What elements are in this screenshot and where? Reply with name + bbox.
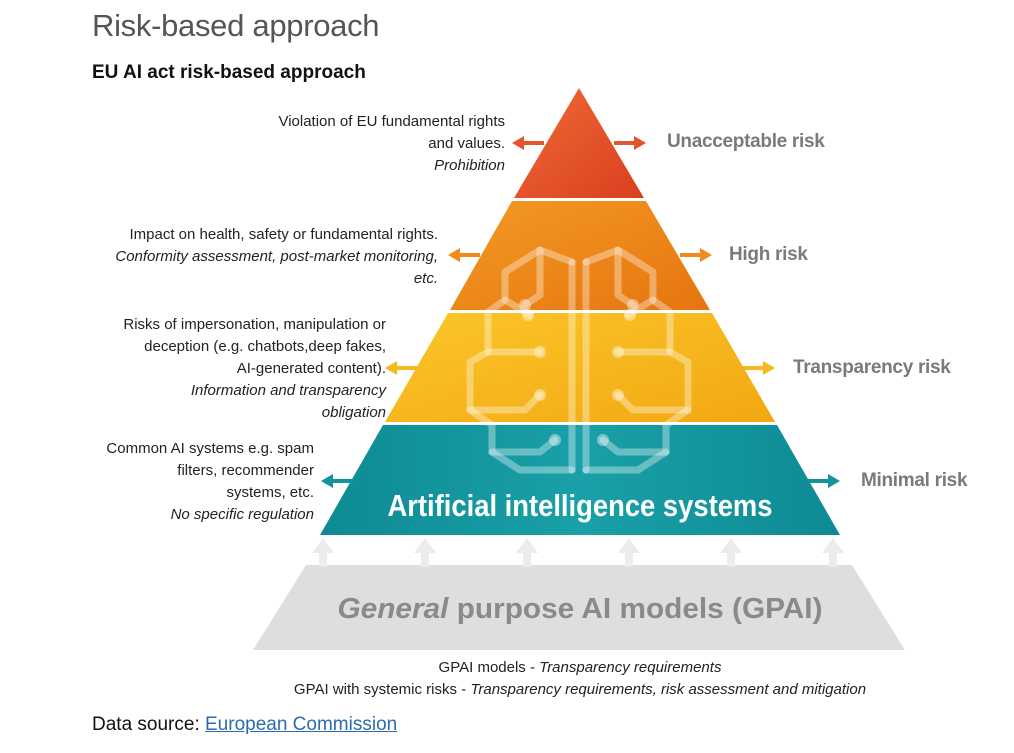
description-line: Violation of EU fundamental rights bbox=[278, 113, 505, 130]
diagram-subtitle: EU AI act risk-based approach bbox=[92, 62, 366, 83]
european-commission-link[interactable]: European Commission bbox=[205, 714, 398, 735]
description-obligation: etc. bbox=[413, 270, 438, 287]
description-line: and values. bbox=[428, 135, 505, 152]
gpai-requirements-prefix: GPAI models - bbox=[438, 659, 540, 676]
unacceptable-risk-band bbox=[514, 88, 644, 198]
arrow-right-icon bbox=[808, 474, 840, 488]
gpai-label-rest: purpose AI models (GPAI) bbox=[448, 593, 822, 625]
description-obligation: No specific regulation bbox=[170, 506, 314, 523]
minimal-risk-band bbox=[320, 425, 840, 535]
high-risk-description: Impact on health, safety or fundamental … bbox=[115, 224, 438, 290]
arrow-right-icon bbox=[614, 136, 646, 150]
arrow-right-icon bbox=[680, 248, 712, 262]
unacceptable-risk-description: Violation of EU fundamental rights and v… bbox=[278, 111, 505, 177]
description-obligation: Information and transparency bbox=[190, 382, 386, 399]
brain-circuit-icon bbox=[466, 246, 692, 474]
brain-circuit-nodes bbox=[519, 299, 639, 446]
gpai-requirements-line: GPAI models - Transparency requirements bbox=[0, 657, 1014, 679]
gpai-label: General purpose AI models (GPAI) bbox=[338, 593, 823, 625]
data-source: Data source: European Commission bbox=[92, 714, 397, 736]
level-arrows bbox=[321, 136, 840, 488]
arrow-left-icon bbox=[448, 248, 480, 262]
unacceptable-risk-label: Unacceptable risk bbox=[667, 131, 825, 152]
arrow-up-icon bbox=[822, 538, 844, 567]
gpai-systemic-detail: Transparency requirements, risk assessme… bbox=[470, 681, 867, 698]
description-obligation: Prohibition bbox=[434, 157, 505, 174]
description-obligation: obligation bbox=[321, 404, 386, 421]
gpai-requirements-detail: Transparency requirements bbox=[539, 659, 722, 676]
description-line: systems, etc. bbox=[226, 484, 314, 501]
arrow-left-icon bbox=[512, 136, 544, 150]
transparency-risk-description: Risks of impersonation, manipulation or … bbox=[123, 314, 386, 424]
minimal-risk-description: Common AI systems e.g. spam filters, rec… bbox=[106, 438, 314, 526]
arrow-up-icon bbox=[618, 538, 640, 567]
arrow-up-icon bbox=[720, 538, 742, 567]
transparency-risk-band bbox=[385, 313, 775, 422]
high-risk-band bbox=[450, 201, 710, 310]
page-title: Risk-based approach bbox=[92, 8, 380, 43]
description-line: deception (e.g. chatbots,deep fakes, bbox=[144, 338, 386, 355]
gpai-label-italic: General bbox=[338, 593, 450, 625]
description-line: Common AI systems e.g. spam bbox=[106, 440, 314, 457]
gpai-systemic-line: GPAI with systemic risks - Transparency … bbox=[0, 679, 1014, 701]
arrow-up-icon bbox=[414, 538, 436, 567]
ai-systems-label: Artificial intelligence systems bbox=[388, 488, 773, 523]
arrow-left-icon bbox=[321, 474, 353, 488]
description-line: filters, recommender bbox=[177, 462, 314, 479]
high-risk-label: High risk bbox=[729, 244, 808, 265]
arrow-left-icon bbox=[385, 361, 417, 375]
gpai-base-band bbox=[253, 565, 905, 650]
description-line: Risks of impersonation, manipulation or bbox=[123, 316, 386, 333]
arrow-up-icon bbox=[516, 538, 538, 567]
arrow-up-icon bbox=[312, 538, 334, 567]
arrow-right-icon bbox=[743, 361, 775, 375]
transparency-risk-label: Transparency risk bbox=[793, 357, 951, 378]
description-line: AI-generated content). bbox=[236, 360, 386, 377]
data-source-label: Data source: bbox=[92, 714, 205, 735]
gpai-up-arrows bbox=[312, 538, 844, 567]
gpai-systemic-prefix: GPAI with systemic risks - bbox=[293, 681, 471, 698]
minimal-risk-label: Minimal risk bbox=[861, 470, 968, 491]
description-line: Impact on health, safety or fundamental … bbox=[129, 226, 438, 243]
description-obligation: Conformity assessment, post-market monit… bbox=[115, 248, 438, 265]
